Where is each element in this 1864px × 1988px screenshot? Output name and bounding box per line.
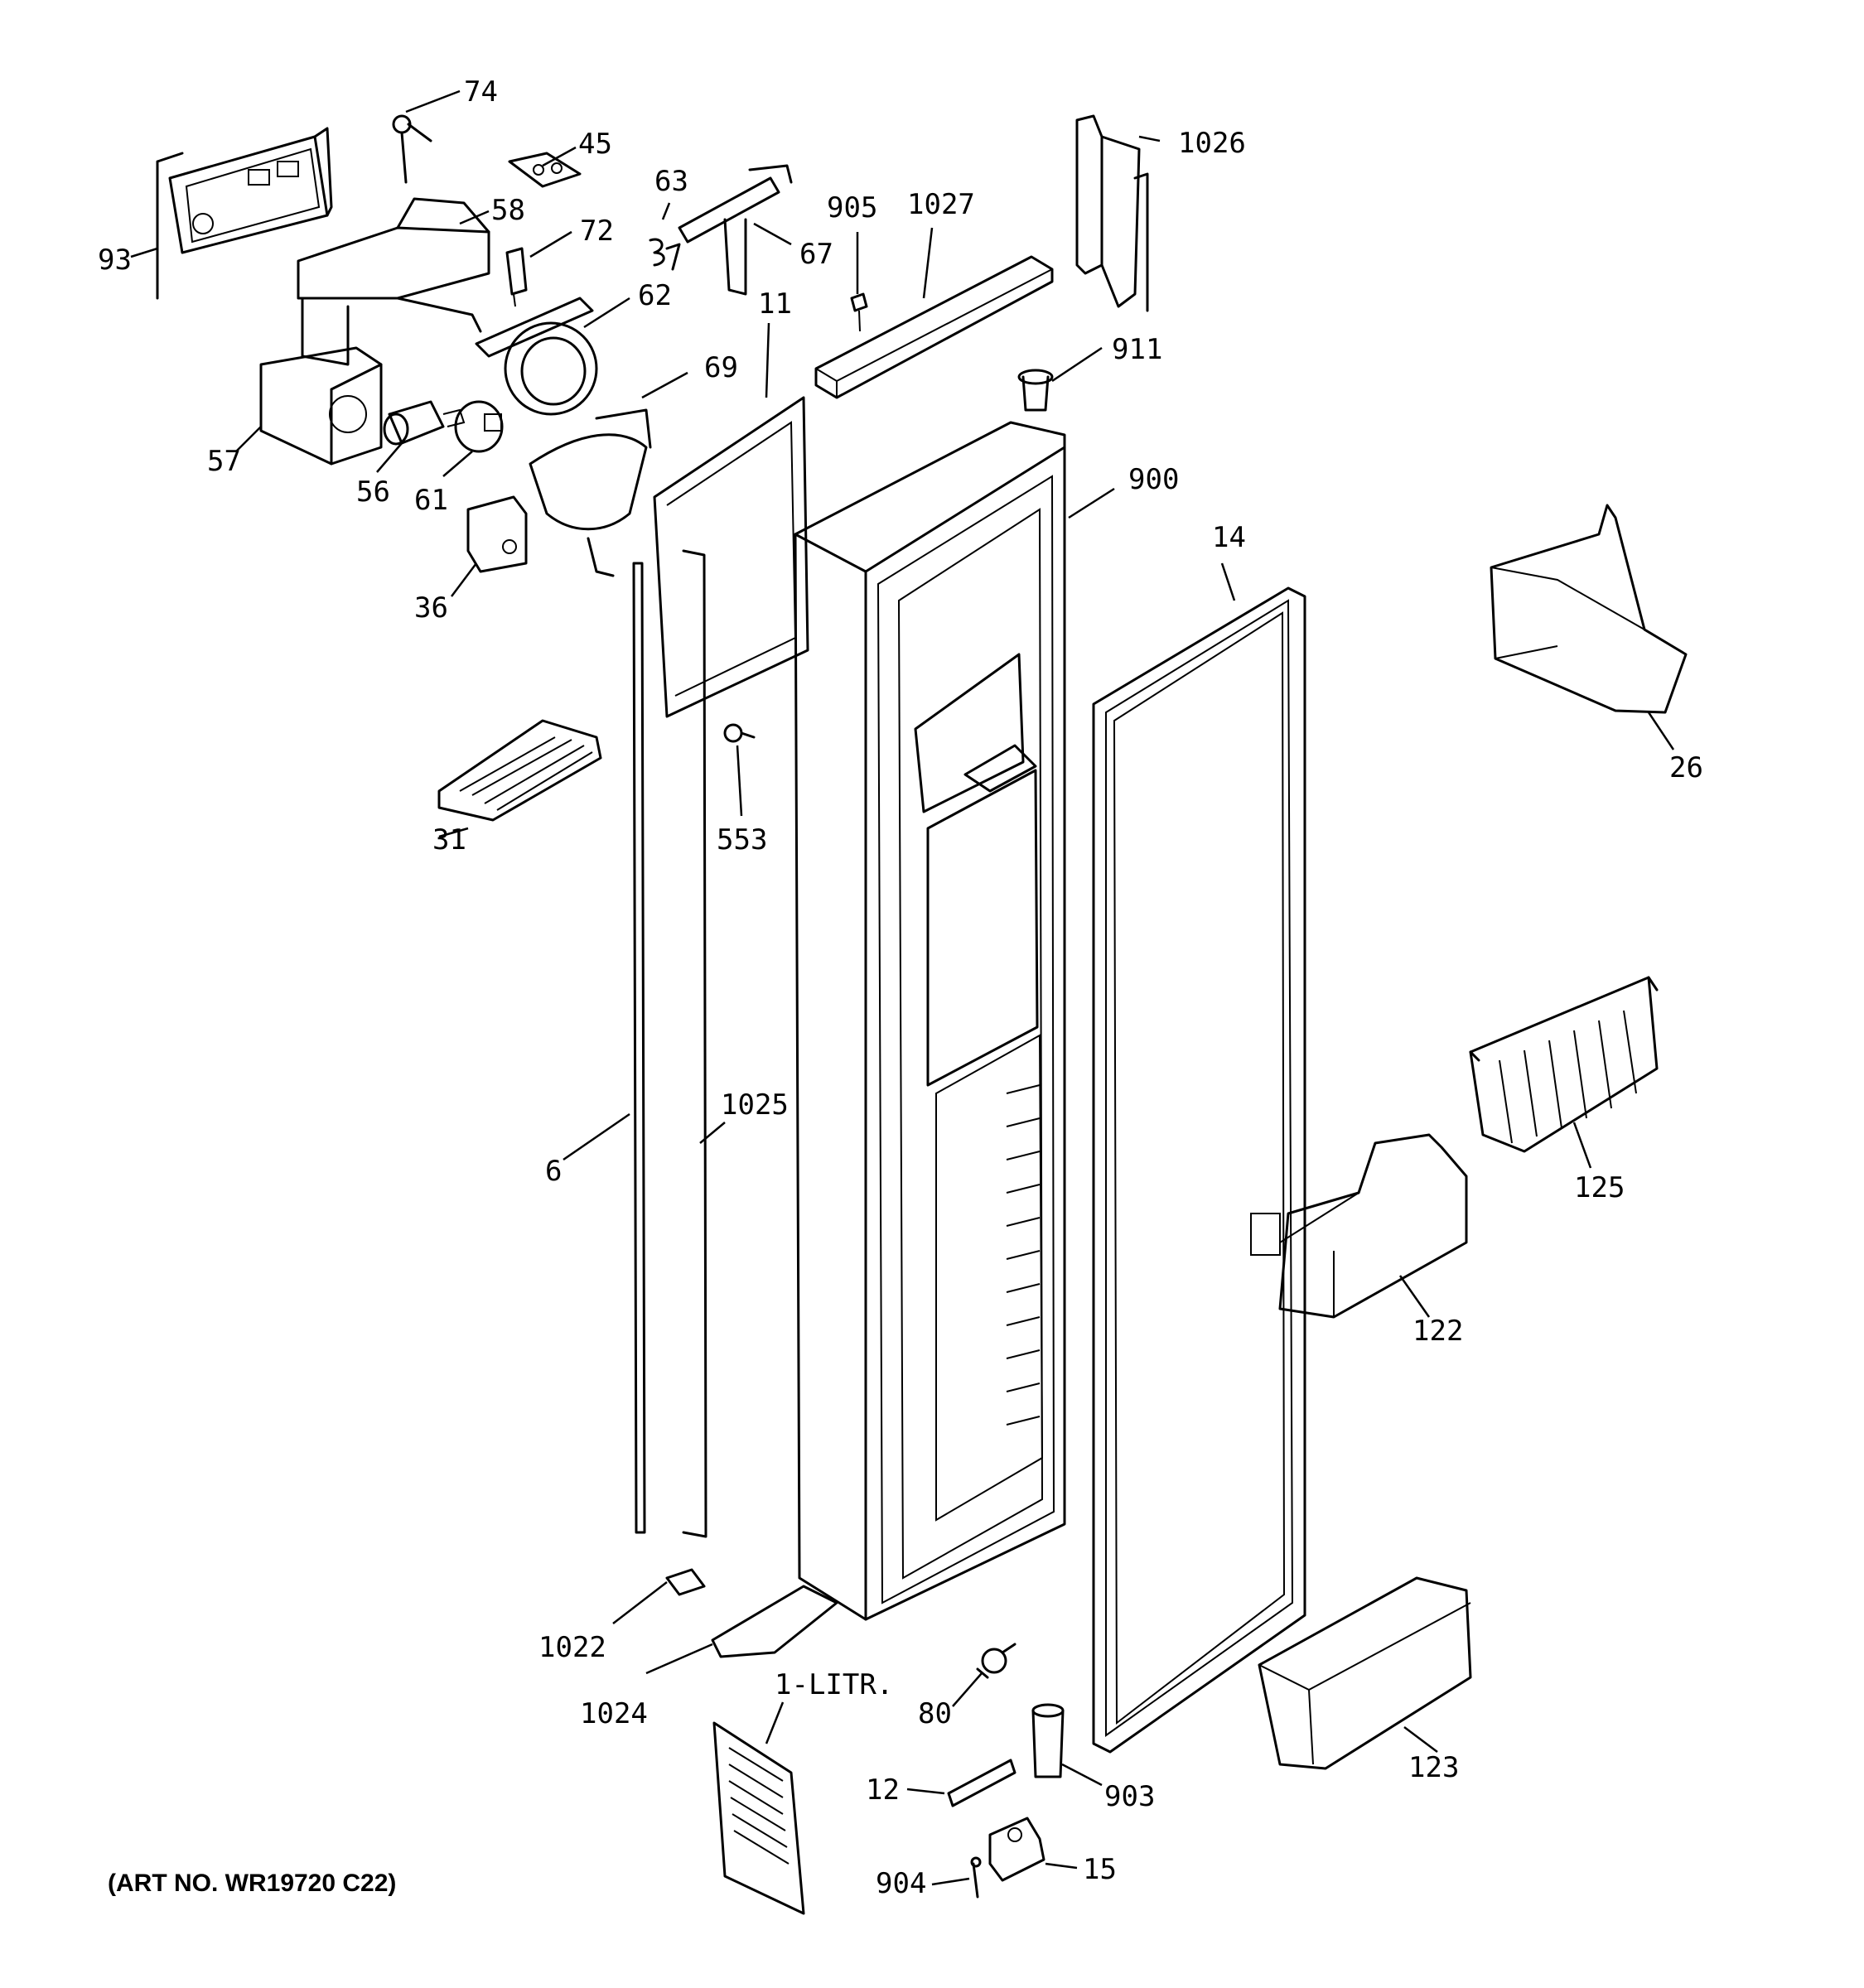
- callout-72: 72: [580, 215, 614, 248]
- part-911-bushing: [1017, 369, 1054, 412]
- callout-93: 93: [98, 244, 132, 277]
- part-1027-hinge-cover: [814, 255, 1054, 399]
- part-900-door-assembly: [794, 421, 1066, 1621]
- callout-122: 122: [1412, 1315, 1463, 1348]
- callout-56: 56: [356, 475, 390, 509]
- part-125-wire-basket: [1469, 976, 1659, 1153]
- part-74-spring: [392, 114, 432, 184]
- part-56-auger-motor: [383, 400, 466, 446]
- callout-1-litr: 1-LITR.: [775, 1668, 893, 1701]
- callout-1024: 1024: [580, 1697, 648, 1730]
- part-69-ice-funnel: [529, 408, 652, 577]
- callout-67: 67: [799, 238, 833, 271]
- leader-lines: [130, 89, 1675, 1886]
- part-6-rod: [632, 562, 646, 1534]
- callout-123: 123: [1408, 1751, 1459, 1784]
- part-1022-clip: [665, 1568, 706, 1596]
- part-61-coupler: [454, 400, 504, 453]
- part-1litr-literature: [712, 1721, 805, 1915]
- callout-1022: 1022: [538, 1631, 606, 1664]
- part-57-motor-housing: [259, 346, 383, 466]
- part-1024-bracket: [711, 1585, 838, 1658]
- part-72-switch: [505, 247, 528, 307]
- part-67-lever-arm: [678, 164, 793, 296]
- callout-26: 26: [1669, 751, 1703, 784]
- callout-74: 74: [464, 75, 498, 109]
- callout-903: 903: [1104, 1780, 1155, 1813]
- callout-900: 900: [1128, 463, 1179, 496]
- part-553-fitting: [723, 723, 756, 743]
- callout-125: 125: [1574, 1171, 1625, 1204]
- part-903-pin: [1031, 1703, 1065, 1778]
- callout-14: 14: [1212, 521, 1246, 554]
- callout-905: 905: [827, 191, 877, 224]
- callout-80: 80: [918, 1697, 952, 1730]
- part-45-bracket: [508, 152, 582, 188]
- callout-63: 63: [654, 165, 688, 198]
- callout-labels: 74 45 58 72 63 67 905 1027 1026 93 62 11…: [98, 75, 1703, 1900]
- part-14-door-gasket: [1092, 586, 1306, 1754]
- part-80-fitting: [976, 1643, 1017, 1679]
- part-26-ice-chute-cover: [1490, 504, 1688, 714]
- callout-911: 911: [1112, 333, 1162, 366]
- part-31-drip-grille: [437, 719, 602, 822]
- callout-57: 57: [207, 445, 241, 478]
- part-63-spring: [649, 238, 681, 271]
- callout-553: 553: [717, 823, 767, 856]
- part-122-door-bin: [1250, 1133, 1468, 1319]
- part-123-door-bin: [1258, 1576, 1472, 1770]
- part-905-bolt: [850, 292, 868, 332]
- callout-1026: 1026: [1178, 127, 1246, 160]
- callout-1027: 1027: [907, 188, 975, 221]
- callout-61: 61: [414, 484, 448, 517]
- callout-11: 11: [758, 287, 792, 321]
- callout-15: 15: [1083, 1853, 1117, 1886]
- part-904-screw: [970, 1856, 982, 1899]
- part-15-hinge: [988, 1817, 1045, 1882]
- part-1026-trim-strips: [1075, 114, 1149, 312]
- callout-1025: 1025: [721, 1088, 789, 1122]
- callout-69: 69: [704, 351, 738, 384]
- part-12-shim: [947, 1759, 1017, 1807]
- callout-36: 36: [414, 591, 448, 625]
- callout-31: 31: [432, 823, 466, 856]
- part-36-solenoid: [466, 495, 528, 573]
- part-93-dispenser-control-panel: [156, 127, 333, 300]
- part-62-ring: [475, 297, 598, 416]
- part-11-dispenser-frame: [653, 396, 809, 1538]
- art-number-caption: (ART NO. WR19720 C22): [108, 1870, 397, 1897]
- callout-904: 904: [876, 1867, 926, 1900]
- callout-62: 62: [638, 279, 672, 312]
- callout-45: 45: [578, 128, 612, 161]
- callout-58: 58: [491, 194, 525, 227]
- callout-12: 12: [866, 1773, 900, 1807]
- callout-6: 6: [545, 1155, 562, 1188]
